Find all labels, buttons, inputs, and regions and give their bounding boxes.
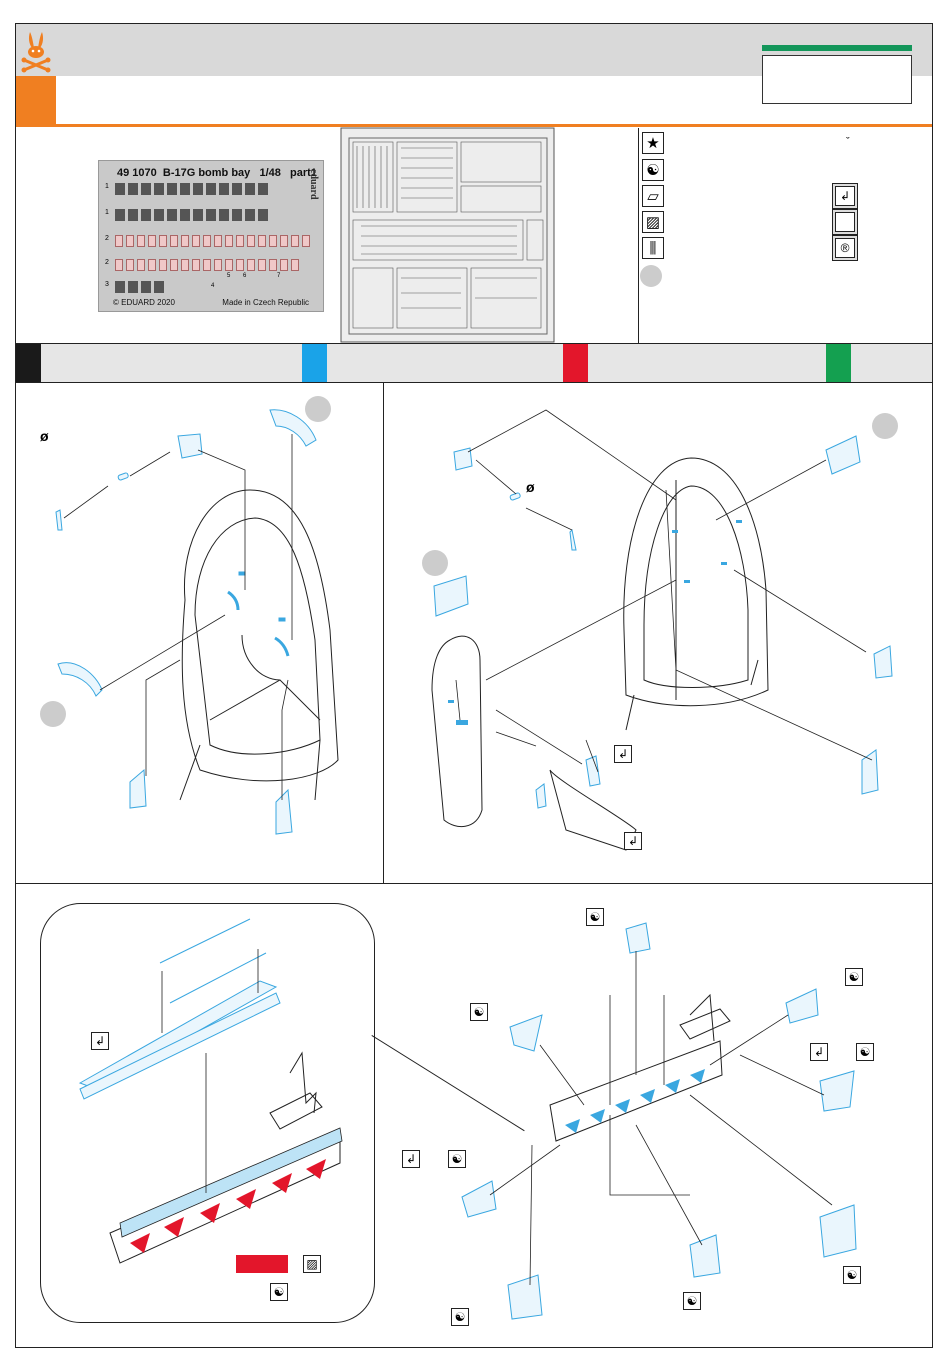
fret-row (115, 235, 310, 247)
step-icon (640, 265, 662, 287)
fret-part-number: 5 (227, 273, 230, 279)
drill-icon: ⫼ (642, 237, 664, 259)
kit-code-box (762, 55, 912, 104)
fret-row-number: 2 (105, 259, 109, 266)
yin-yang-icon: ☯ (586, 908, 604, 926)
fret-part-number: 4 (211, 283, 214, 289)
bend-icon: ↲ (832, 183, 858, 209)
fret-row-number: 1 (105, 209, 109, 216)
step-divider (383, 383, 384, 883)
bend-icon: ↲ (810, 1043, 828, 1061)
fret-title: 49 1070 B-17G bomb bay 1/48 part1 (117, 167, 317, 179)
fret-brand: eduard (308, 169, 319, 200)
header-accent-block (16, 76, 56, 124)
caret-mark: ˇ (846, 136, 850, 148)
bulkhead-assembly-left (20, 390, 380, 880)
black-swatch (16, 344, 41, 382)
fret-row-number: 3 (105, 281, 109, 288)
header-orange-rule (16, 124, 932, 127)
file-icon: ▨ (642, 211, 664, 233)
bend-icon: ↲ (614, 745, 632, 763)
fret-photo: 49 1070 B-17G bomb bay 1/48 part1 eduard… (98, 160, 324, 312)
swatch-rule (16, 382, 932, 383)
file-icon: ▨ (303, 1255, 321, 1273)
red-swatch (563, 344, 588, 382)
yin-yang-icon: ☯ (270, 1283, 288, 1301)
fret-made-in: Made in Czech Republic (222, 298, 309, 307)
yin-yang-icon: ☯ (856, 1043, 874, 1061)
yin-yang-icon: ☯ (470, 1003, 488, 1021)
blank-icon (832, 209, 858, 235)
star-icon: ★ (642, 132, 664, 154)
fret-copyright: © EDUARD 2020 (113, 298, 175, 307)
fret-row (115, 259, 299, 271)
bomb-rack-detail-inset (40, 903, 375, 1323)
yin-yang-icon: ☯ (843, 1266, 861, 1284)
bend-icon: ↲ (402, 1150, 420, 1168)
fret-layout-drawing (341, 128, 554, 342)
fret-part-number: 7 (277, 273, 280, 279)
kit-code-bar (762, 45, 912, 51)
paper-icon: ▱ (642, 185, 664, 207)
fret-row (115, 183, 268, 195)
rabbit-logo-icon (18, 28, 54, 74)
bend-icon: ↲ (624, 832, 642, 850)
yin-yang-icon: ☯ (451, 1308, 469, 1326)
fret-row (115, 281, 164, 293)
fret-row-number: 2 (105, 235, 109, 242)
legend-divider (638, 128, 639, 344)
yin-yang-icon: ☯ (683, 1292, 701, 1310)
yin-yang-icon: ☯ (845, 968, 863, 986)
registered-icon: ® (832, 235, 858, 261)
fret-row-number: 1 (105, 183, 109, 190)
yin-yang-icon: ☯ (448, 1150, 466, 1168)
bulkhead-assembly-right (386, 390, 931, 880)
step-row-rule (16, 883, 932, 884)
fret-row (115, 209, 268, 221)
fret-part-number: 6 (243, 273, 246, 279)
blue-swatch (302, 344, 327, 382)
green-swatch (826, 344, 851, 382)
bend-icon: ↲ (91, 1032, 109, 1050)
color-swatch-strip (16, 344, 932, 382)
yin-yang-icon: ☯ (642, 159, 664, 181)
red-paint-chip (236, 1255, 288, 1273)
